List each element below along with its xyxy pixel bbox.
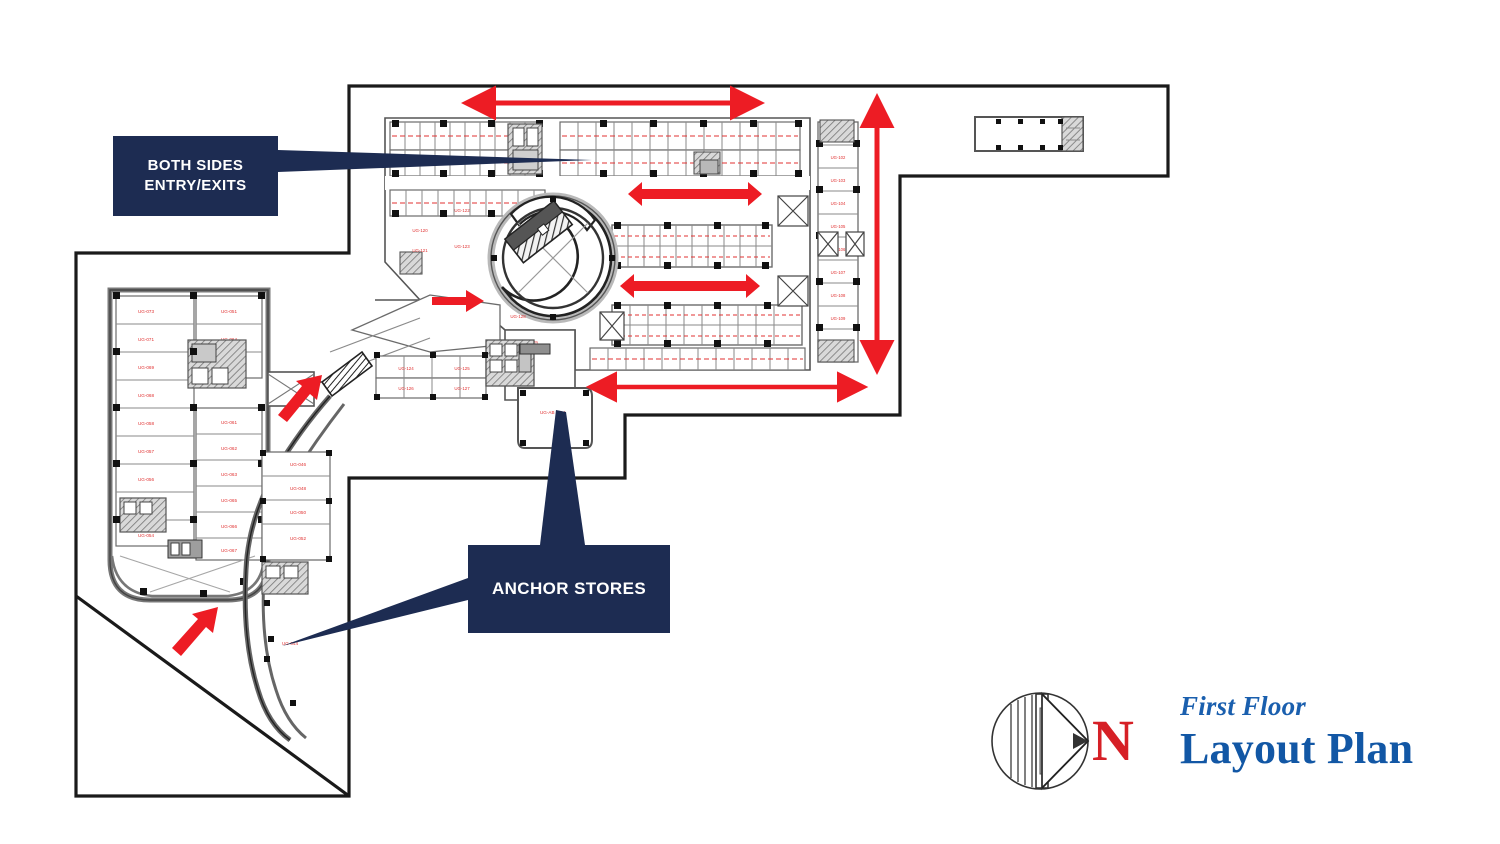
arrow-southwest-entry-flow	[172, 607, 218, 656]
core-north-lift	[507, 123, 543, 175]
svg-text:UG-071: UG-071	[138, 337, 155, 342]
svg-text:UG-124: UG-124	[398, 366, 414, 371]
svg-text:UG-AB & AA: UG-AB & AA	[540, 410, 567, 415]
svg-text:UG-103: UG-103	[831, 178, 846, 183]
title-subtitle: First Floor	[1180, 691, 1306, 721]
svg-text:UG-107: UG-107	[831, 270, 846, 275]
svg-text:UG-046: UG-046	[290, 462, 307, 467]
svg-text:UG-105: UG-105	[831, 224, 846, 229]
outbuilding-north-east	[974, 116, 1084, 152]
svg-text:UG-120: UG-120	[412, 228, 428, 233]
plant-room	[599, 195, 865, 341]
svg-text:UG-057: UG-057	[138, 449, 155, 454]
callout-anchor-label: ANCHOR STORES	[491, 578, 647, 598]
svg-text:UG-054: UG-054	[138, 533, 155, 538]
svg-text:UG-063: UG-063	[221, 472, 238, 477]
svg-text:UG-108: UG-108	[831, 293, 846, 298]
anchor-store-west-wing: UG-044	[268, 636, 298, 646]
callout-entry-line2: ENTRY/EXITS	[144, 177, 247, 194]
title-text-group: First Floor Layout Plan	[1180, 691, 1450, 774]
svg-text:UG-125: UG-125	[454, 366, 470, 371]
svg-text:UG-102: UG-102	[831, 155, 846, 160]
callout-anchor-stores[interactable]: ANCHOR STORES	[468, 545, 670, 633]
central-atrium	[487, 192, 619, 324]
core-west-lift	[119, 497, 203, 559]
svg-text:UG-058: UG-058	[138, 421, 155, 426]
svg-text:UG-056: UG-056	[138, 477, 155, 482]
svg-text:UG-050: UG-050	[290, 510, 307, 515]
svg-text:UG-061: UG-061	[221, 420, 238, 425]
callout-leaders	[278, 150, 592, 646]
arrow-west-wing-entry-flow	[278, 375, 322, 422]
callout-entry-line1: BOTH SIDES	[147, 156, 244, 174]
title-main: Layout Plan	[1180, 723, 1414, 773]
leader-anchor-lower	[282, 578, 468, 646]
svg-text:UG-051: UG-051	[221, 309, 238, 314]
svg-text:UG-123: UG-123	[454, 244, 470, 249]
svg-text:UG-048: UG-048	[290, 486, 307, 491]
retail-island-upper	[611, 224, 773, 268]
retail-island-lower	[611, 304, 803, 346]
svg-text:UG-066: UG-066	[221, 524, 238, 529]
arrow-lower-court-run	[620, 274, 760, 298]
svg-text:UG-127: UG-127	[454, 386, 470, 391]
retail-row-south-strip	[589, 347, 806, 371]
svg-text:UG-062: UG-062	[221, 446, 238, 451]
compass-north-letter: N	[1092, 708, 1134, 773]
svg-text:UG-069: UG-069	[138, 365, 155, 370]
svg-text:UG-109: UG-109	[831, 316, 846, 321]
escalator-bank	[503, 199, 574, 264]
arrow-atrium-entry-flow	[432, 290, 484, 312]
anchor-store-south-central: UG-AB & AA	[517, 387, 593, 449]
svg-text:UG-104: UG-104	[831, 201, 846, 206]
arrow-upper-court-run	[628, 182, 762, 206]
retail-unit-row	[559, 121, 801, 177]
retail-unit-row	[375, 355, 487, 399]
callout-both-sides-entry-exits[interactable]: BOTH SIDES ENTRY/EXITS	[113, 136, 278, 216]
title-block: N First Floor Layout Plan	[985, 686, 1455, 801]
core-south-service	[261, 561, 309, 595]
leader-anchor-upper	[540, 410, 585, 545]
svg-text:UG-052: UG-052	[290, 536, 307, 541]
circulation-arrows	[172, 85, 895, 656]
svg-text:UG-126: UG-126	[398, 386, 414, 391]
leader-entry-exits	[278, 150, 592, 172]
site-boundary	[74, 84, 1170, 798]
core-west-toilets	[187, 339, 247, 389]
svg-text:UG-122: UG-122	[454, 208, 470, 213]
core-central-service	[485, 339, 551, 387]
svg-text:UG-068: UG-068	[138, 393, 155, 398]
svg-text:UG-067: UG-067	[221, 548, 238, 553]
north-arrow-compass-icon: N	[991, 691, 1134, 791]
service-cluster	[399, 119, 855, 363]
svg-text:UG-121: UG-121	[412, 248, 428, 253]
svg-text:UG-073: UG-073	[138, 309, 155, 314]
svg-text:UG-065: UG-065	[221, 498, 238, 503]
svg-text:UG-128: UG-128	[510, 314, 526, 319]
